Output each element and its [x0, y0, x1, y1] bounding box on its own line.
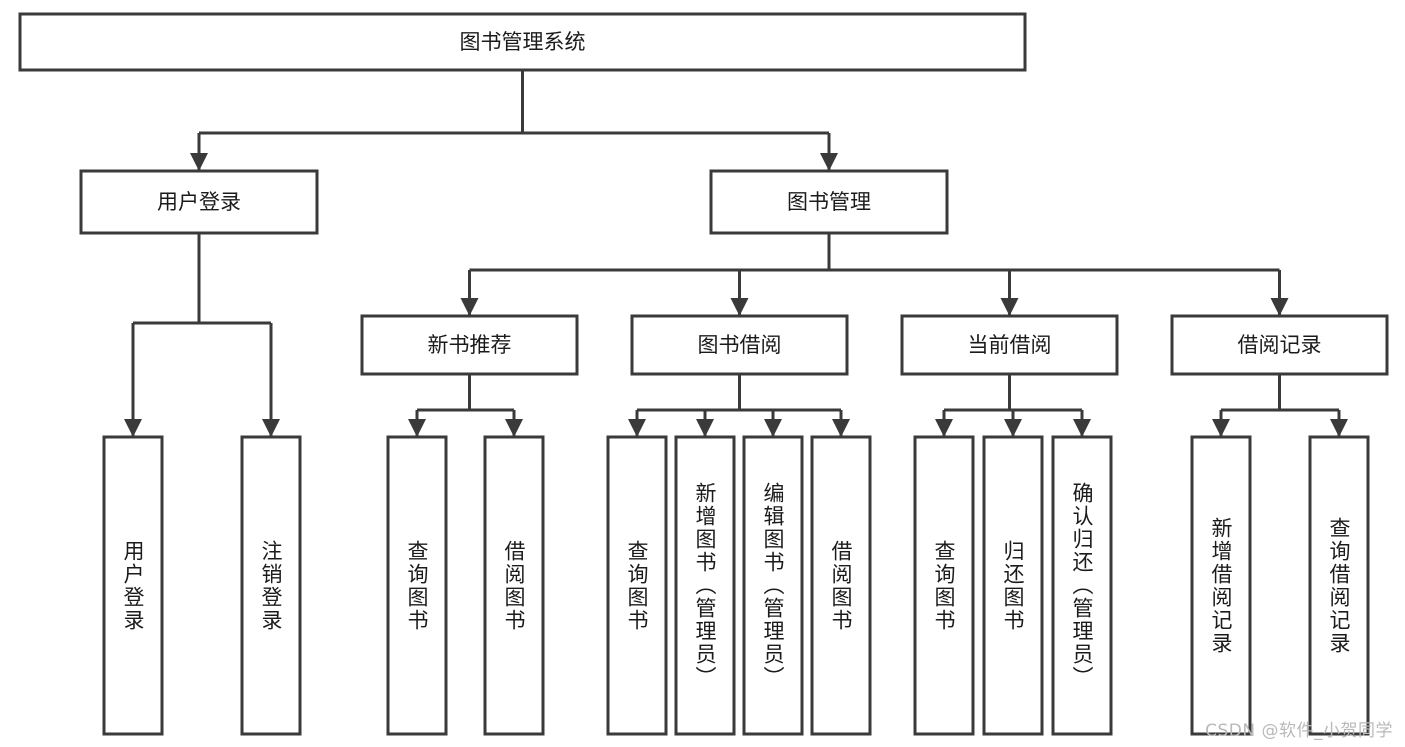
- node-box[interactable]: [810, 435, 872, 736]
- node-user-login[interactable]: 用户登录: [79, 169, 319, 235]
- arrowhead-icon: [730, 298, 749, 316]
- node-box[interactable]: [606, 435, 668, 736]
- node-box[interactable]: [982, 435, 1044, 736]
- node-box[interactable]: [630, 314, 849, 376]
- node-label: 图书借阅: [698, 333, 782, 357]
- node-borrow-record[interactable]: 借阅记录: [1170, 314, 1389, 376]
- node-box[interactable]: [1190, 435, 1252, 736]
- node-cb-confirm[interactable]: [1051, 435, 1113, 736]
- arrowhead-icon: [460, 298, 479, 316]
- node-label: 图书管理系统: [460, 30, 586, 54]
- arrowhead-icon: [764, 419, 782, 437]
- node-bb-borrow[interactable]: [810, 435, 872, 736]
- node-box[interactable]: [900, 314, 1119, 376]
- node-box[interactable]: [240, 435, 302, 736]
- arrowhead-icon: [832, 419, 850, 437]
- arrowhead-icon: [1004, 419, 1022, 437]
- arrowhead-icon: [262, 419, 280, 437]
- node-box[interactable]: [360, 314, 579, 376]
- node-box[interactable]: [1170, 314, 1389, 376]
- node-bb-add[interactable]: [674, 435, 736, 736]
- node-cb-return[interactable]: [982, 435, 1044, 736]
- arrowhead-icon: [505, 419, 523, 437]
- node-box[interactable]: [18, 12, 1027, 72]
- arrowhead-icon: [190, 153, 208, 171]
- node-root[interactable]: 图书管理系统: [18, 12, 1027, 72]
- arrowhead-icon: [1270, 298, 1289, 316]
- node-bb-edit[interactable]: [742, 435, 804, 736]
- node-book-manage[interactable]: 图书管理: [709, 169, 949, 235]
- arrowhead-icon: [628, 419, 646, 437]
- node-new-book-rec[interactable]: 新书推荐: [360, 314, 579, 376]
- node-br-add[interactable]: [1190, 435, 1252, 736]
- node-bb-query[interactable]: [606, 435, 668, 736]
- node-box[interactable]: [386, 435, 448, 736]
- node-label: 用户登录: [157, 190, 241, 214]
- arrowhead-icon: [1330, 419, 1348, 437]
- arrowhead-icon: [408, 419, 426, 437]
- node-box[interactable]: [102, 435, 164, 736]
- watermark: CSDN @软件_小贺同学: [1205, 721, 1393, 741]
- node-label: 当前借阅: [968, 333, 1052, 357]
- node-box[interactable]: [742, 435, 804, 736]
- node-nbr-query[interactable]: [386, 435, 448, 736]
- node-br-query[interactable]: [1308, 435, 1370, 736]
- node-label: 图书管理: [787, 190, 871, 214]
- node-label: 借阅记录: [1238, 333, 1322, 357]
- arrowhead-icon: [820, 153, 838, 171]
- arrowhead-icon: [696, 419, 714, 437]
- node-label: 新书推荐: [428, 333, 512, 357]
- node-box[interactable]: [674, 435, 736, 736]
- node-box[interactable]: [79, 169, 319, 235]
- arrowhead-icon: [1212, 419, 1230, 437]
- arrowhead-icon: [124, 419, 142, 437]
- node-leaf-user-login[interactable]: [102, 435, 164, 736]
- node-book-borrow[interactable]: 图书借阅: [630, 314, 849, 376]
- connector-layer: [124, 70, 1348, 437]
- node-box[interactable]: [1051, 435, 1113, 736]
- node-box[interactable]: [1308, 435, 1370, 736]
- node-box[interactable]: [913, 435, 975, 736]
- node-box[interactable]: [709, 169, 949, 235]
- node-nbr-borrow[interactable]: [483, 435, 545, 736]
- node-cb-query[interactable]: [913, 435, 975, 736]
- arrowhead-icon: [1073, 419, 1091, 437]
- arrowhead-icon: [935, 419, 953, 437]
- node-box[interactable]: [483, 435, 545, 736]
- node-leaf-logout[interactable]: [240, 435, 302, 736]
- arrowhead-icon: [1000, 298, 1019, 316]
- node-current-borrow[interactable]: 当前借阅: [900, 314, 1119, 376]
